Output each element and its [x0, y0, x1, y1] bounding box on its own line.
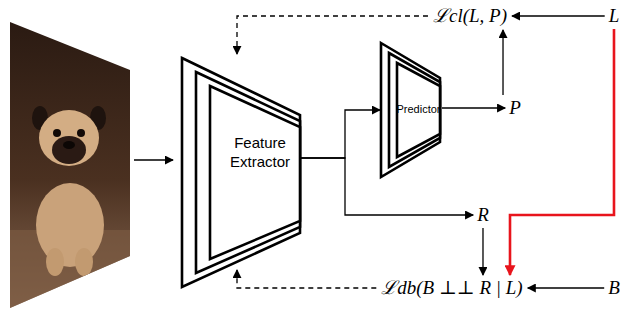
dog-photo	[10, 20, 132, 310]
flow-arrow	[502, 30, 503, 95]
network-layer	[389, 53, 440, 167]
math-term: ℒdb(B ⊥⊥ R | L)	[379, 276, 524, 300]
flow-arrow	[528, 287, 604, 288]
math-symbol: ℒdb(B ⊥⊥ R | L)	[379, 276, 524, 300]
predictor-network: Predictor	[378, 40, 442, 180]
feedback-arrow	[237, 270, 376, 288]
flow-arrow	[482, 228, 483, 275]
block-label: Predictor	[396, 103, 440, 117]
conditioning-arrow	[510, 29, 614, 275]
network-layer	[196, 72, 300, 273]
feedback-arrow	[237, 16, 428, 54]
flow-arrow	[512, 15, 605, 16]
math-symbol: B	[606, 276, 622, 300]
flow-arrow	[442, 107, 505, 108]
math-symbol: ℒcl(L, P)	[431, 4, 509, 28]
layered-trapezoid	[178, 55, 302, 290]
math-term: L	[607, 4, 622, 28]
block-label: Feature Extractor	[222, 134, 298, 172]
feature-extractor: Feature Extractor	[178, 55, 302, 290]
math-symbol: L	[607, 4, 622, 28]
network-layer	[397, 63, 440, 157]
math-term: P	[507, 96, 523, 120]
network-layer	[210, 86, 300, 259]
network-layer	[381, 43, 440, 177]
network-layer	[182, 58, 300, 287]
math-symbol: R	[475, 203, 491, 227]
math-symbol: P	[507, 96, 523, 120]
flow-arrow	[300, 110, 380, 158]
input-arrow	[134, 159, 173, 160]
math-term: B	[606, 276, 622, 300]
math-term: ℒcl(L, P)	[431, 4, 509, 28]
math-term: R	[475, 203, 491, 227]
